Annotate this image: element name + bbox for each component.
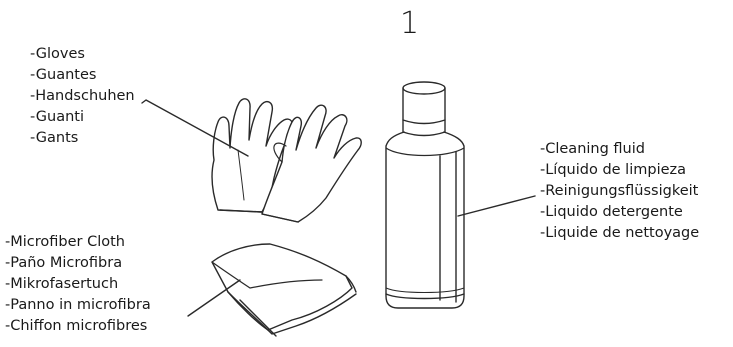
glove-left-cuff <box>220 210 262 212</box>
microfiber-cloth-icon <box>212 244 356 336</box>
glove-left-crease <box>238 150 244 200</box>
cloth-leader-line <box>188 280 240 316</box>
cleaning-fluid-bottle-icon <box>386 82 464 308</box>
fluid-leader-line <box>458 196 535 216</box>
glove-right-icon <box>262 105 361 222</box>
